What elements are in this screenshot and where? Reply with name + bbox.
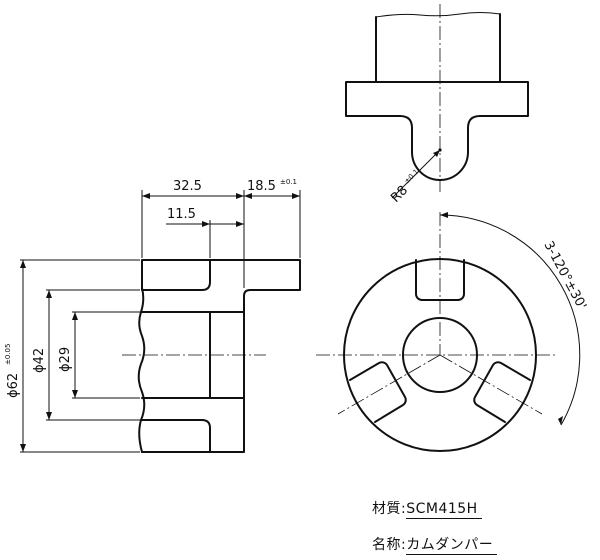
slot-lower-right xyxy=(473,361,531,423)
dim-phi29: ϕ29 xyxy=(58,347,73,372)
part-name-label: 名称: xyxy=(372,537,407,553)
dim-phi62-tolerance: ±0.05 xyxy=(4,344,12,365)
radius-leader xyxy=(391,149,441,199)
dim-phi42: ϕ42 xyxy=(32,348,47,373)
dim-angle: 3-120°±30' xyxy=(540,239,589,313)
side-view xyxy=(122,259,301,453)
material-value: SCM415H xyxy=(406,501,482,519)
end-view-centerline-ll xyxy=(337,354,441,415)
end-view-centerline-lr xyxy=(439,354,543,415)
side-dimensions: 32.5 18.5 ±0.1 11.5 ϕ62 ±0.05 ϕ42 ϕ29 xyxy=(4,178,301,453)
dim-18-5: 18.5 xyxy=(247,179,276,194)
side-view-outline xyxy=(141,259,301,453)
shaft-outline xyxy=(375,13,501,83)
flange-outline xyxy=(345,81,529,181)
end-view: 3-120°±30' xyxy=(316,212,589,452)
dim-18-5-tolerance: ±0.1 xyxy=(280,178,297,186)
lower-step xyxy=(141,419,211,453)
material-note: 材質:SCM415H xyxy=(372,498,482,519)
part-name-value: カムダンパー xyxy=(406,537,498,555)
angle-dimension-arc xyxy=(439,214,581,426)
shaft-break-line xyxy=(375,12,501,18)
slot-lower-left xyxy=(349,361,407,423)
dim-r8: R8 xyxy=(388,183,411,206)
material-label: 材質: xyxy=(372,501,407,517)
dim-phi62: ϕ62 xyxy=(6,373,21,398)
dim-32-5: 32.5 xyxy=(173,179,202,194)
upper-step xyxy=(141,259,211,291)
dim-11-5: 11.5 xyxy=(167,207,196,222)
part-name-note: 名称:カムダンパー xyxy=(372,534,498,555)
top-detail-view: R8 ±0.1 xyxy=(345,4,529,206)
